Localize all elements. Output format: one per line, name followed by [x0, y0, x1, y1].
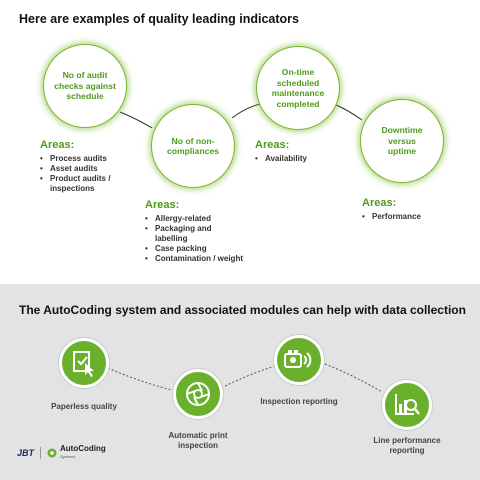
- indicator-bubble-audit-checks: No of audit checks against schedule: [43, 44, 127, 128]
- aperture-icon: [186, 382, 210, 406]
- area-item: Asset audits: [40, 164, 150, 174]
- areas-heading: Areas:: [40, 139, 75, 151]
- checklist-cursor-icon: [73, 351, 94, 377]
- area-item: Availability: [255, 154, 355, 164]
- module-label: Paperless quality: [51, 402, 117, 411]
- area-item: Product audits / inspections: [40, 174, 150, 194]
- area-item: Process audits: [40, 154, 150, 164]
- areas-downtime: Areas: Performance: [362, 197, 462, 222]
- camera-magnet-icon: [284, 350, 312, 368]
- module-inspection-reporting: [274, 335, 324, 385]
- area-item: Packaging and labelling: [145, 224, 245, 244]
- areas-maintenance: Areas: Availability: [255, 139, 355, 164]
- area-item: Performance: [362, 212, 462, 222]
- chart-magnifier-icon: [395, 394, 420, 415]
- module-connectors: [107, 363, 383, 393]
- logo-divider: [40, 447, 42, 459]
- module-label: Line performance reporting: [373, 436, 441, 455]
- areas-non-compliances: Areas: Allergy-related Packaging and lab…: [145, 199, 245, 264]
- autocoding-logo: AutoCoding: [60, 444, 106, 453]
- modules-panel: The AutoCoding system and associated mod…: [0, 284, 480, 480]
- area-item: Case packing: [145, 244, 245, 254]
- module-label: Inspection reporting: [260, 397, 338, 406]
- modules-title: The AutoCoding system and associated mod…: [19, 303, 466, 317]
- module-paperless-quality: [59, 338, 109, 388]
- indicators-title: Here are examples of quality leading ind…: [19, 12, 299, 26]
- areas-heading: Areas:: [145, 199, 180, 211]
- jbt-logo: JBT: [17, 448, 35, 458]
- indicator-bubble-non-compliances: No of non-compliances: [151, 104, 235, 188]
- brand-logos: JBT AutoCoding Systems: [17, 445, 106, 461]
- module-print-inspection: [173, 369, 223, 419]
- indicators-panel: Here are examples of quality leading ind…: [0, 0, 480, 284]
- module-line-performance: [382, 380, 432, 430]
- areas-heading: Areas:: [255, 139, 290, 151]
- autocoding-mark-icon: [47, 448, 57, 458]
- indicator-bubble-maintenance: On-time scheduled maintenance completed: [256, 46, 340, 130]
- areas-heading: Areas:: [362, 197, 397, 209]
- area-item: Contamination / weight: [145, 254, 245, 264]
- indicator-bubble-downtime: Downtime versus uptime: [360, 99, 444, 183]
- autocoding-logo-sub: Systems: [60, 454, 76, 459]
- module-label: Automatic print inspection: [168, 431, 228, 450]
- area-item: Allergy-related: [145, 214, 245, 224]
- areas-audit-checks: Areas: Process audits Asset audits Produ…: [40, 139, 150, 194]
